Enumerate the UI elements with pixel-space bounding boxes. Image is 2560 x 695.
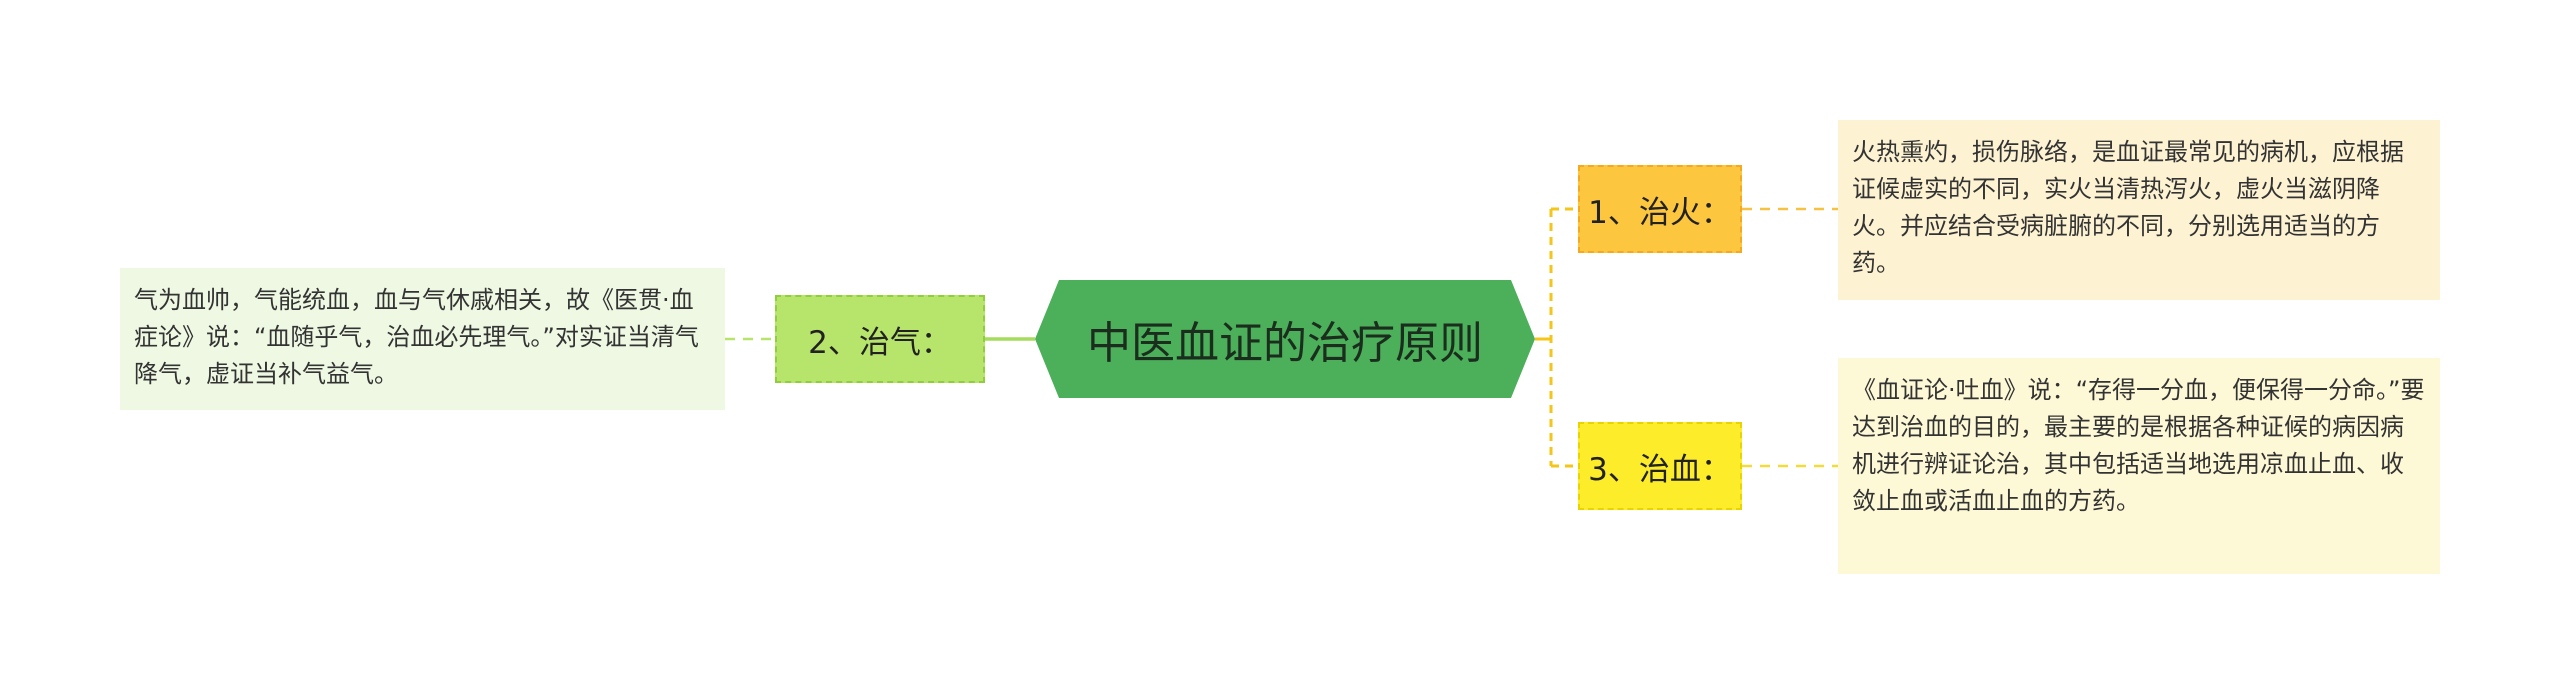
description-text-blood: 《血证论·吐血》说：“存得一分血，便保得一分命。”要达到治血的目的，最主要的是根… — [1852, 376, 2425, 515]
branch-label-blood: 3、治血： — [1588, 451, 1732, 488]
description-fire[interactable]: 火热熏灼，损伤脉络，是血证最常见的病机，应根据证候虚实的不同，实火当清热泻火，虚… — [1838, 120, 2440, 300]
description-text-fire: 火热熏灼，损伤脉络，是血证最常见的病机，应根据证候虚实的不同，实火当清热泻火，虚… — [1852, 138, 2404, 277]
description-blood[interactable]: 《血证论·吐血》说：“存得一分血，便保得一分命。”要达到治血的目的，最主要的是根… — [1838, 358, 2440, 574]
branch-label-qi: 2、治气： — [808, 324, 952, 361]
root-node[interactable]: 中医血证的治疗原则 — [1035, 280, 1535, 398]
description-text-qi: 气为血帅，气能统血，血与气休戚相关，故《医贯·血症论》说：“血随乎气，治血必先理… — [134, 286, 699, 388]
description-qi[interactable]: 气为血帅，气能统血，血与气休戚相关，故《医贯·血症论》说：“血随乎气，治血必先理… — [120, 268, 725, 410]
root-title: 中医血证的治疗原则 — [1087, 318, 1483, 369]
branch-node-blood[interactable]: 3、治血： — [1578, 422, 1742, 510]
branch-node-qi[interactable]: 2、治气： — [775, 295, 985, 383]
branch-label-fire: 1、治火： — [1588, 194, 1732, 231]
branch-node-fire[interactable]: 1、治火： — [1578, 165, 1742, 253]
